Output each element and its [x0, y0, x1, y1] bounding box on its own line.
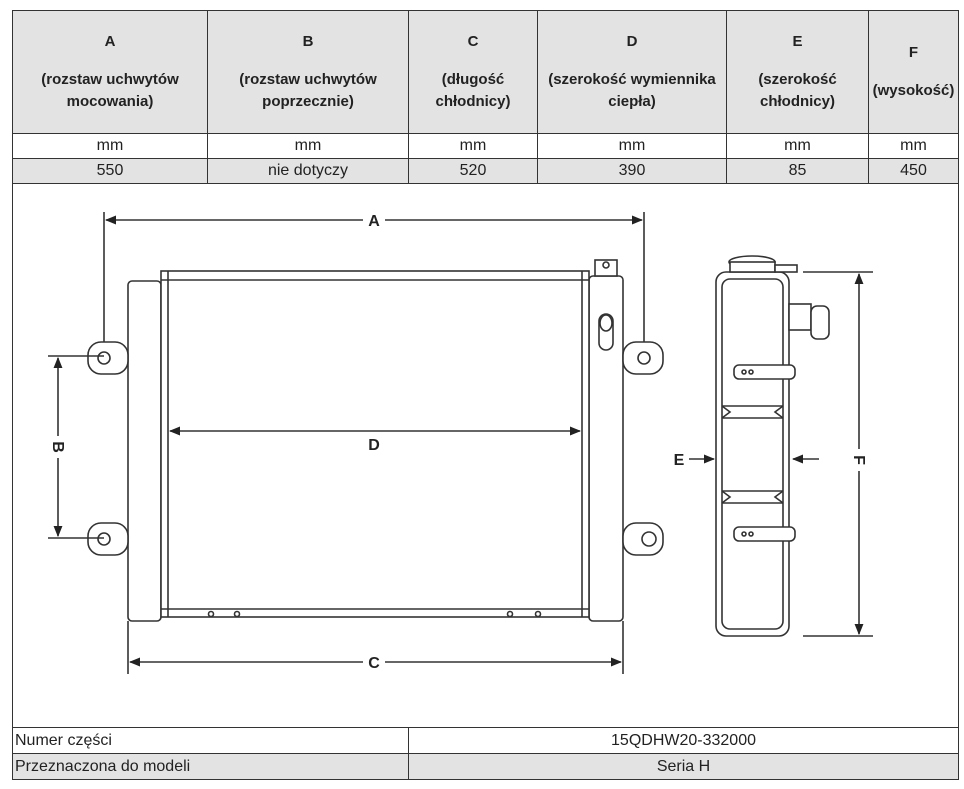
info-value: Seria H [408, 753, 959, 780]
value-cell: 520 [408, 158, 538, 184]
value-cell: 390 [537, 158, 727, 184]
col-header-a: A (rozstaw uchwytów mocowania) [12, 10, 208, 134]
col-desc-line: (wysokość) [872, 82, 955, 99]
col-letter: D [626, 33, 638, 50]
unit-row: mm mm mm mm mm mm [12, 133, 959, 159]
col-desc-line: poprzecznie) [262, 93, 354, 110]
col-header-d: D (szerokość wymiennika ciepła) [537, 10, 727, 134]
unit-cell: mm [726, 133, 869, 159]
unit-cell: mm [12, 133, 208, 159]
col-desc-line: chłodnicy) [759, 93, 835, 110]
info-row-part-number: Numer części 15QDHW20-332000 [12, 727, 959, 754]
col-desc-line: ciepła) [608, 93, 656, 110]
col-letter: C [467, 33, 479, 50]
dim-label-f: F [850, 455, 867, 465]
dim-label-e: E [674, 452, 685, 469]
value-row: 550 nie dotyczy 520 390 85 450 [12, 158, 959, 184]
spec-sheet: A (rozstaw uchwytów mocowania) B (rozsta… [12, 10, 959, 782]
side-view [715, 255, 830, 637]
info-value: 15QDHW20-332000 [408, 727, 959, 754]
unit-cell: mm [868, 133, 959, 159]
col-desc-line: (rozstaw uchwytów [239, 71, 377, 88]
col-letter: A [104, 33, 116, 50]
col-desc-line: (szerokość wymiennika [548, 71, 716, 88]
side-fitting [788, 303, 812, 331]
front-view [87, 259, 664, 622]
col-header-c: C (długość chłodnicy) [408, 10, 538, 134]
header-row: A (rozstaw uchwytów mocowania) B (rozsta… [12, 10, 959, 134]
dim-label-a: A [368, 213, 380, 230]
col-desc-line: mocowania) [66, 93, 154, 110]
dim-label-c: C [368, 655, 380, 672]
value-cell: 550 [12, 158, 208, 184]
col-desc-line: chłodnicy) [435, 93, 511, 110]
col-header-f: F (wysokość) [868, 10, 959, 134]
value-cell: nie dotyczy [207, 158, 409, 184]
value-cell: 85 [726, 158, 869, 184]
dim-label-d: D [368, 437, 380, 454]
col-header-b: B (rozstaw uchwytów poprzecznie) [207, 10, 409, 134]
spec-table: A (rozstaw uchwytów mocowania) B (rozsta… [12, 10, 959, 780]
col-header-e: E (szerokość chłodnicy) [726, 10, 869, 134]
radiator-drawing: A B C D E F [48, 212, 873, 674]
col-letter: E [792, 33, 803, 50]
info-label: Przeznaczona do modeli [12, 753, 409, 780]
value-cell: 450 [868, 158, 959, 184]
core-frame [160, 270, 590, 618]
col-desc-line: (długość [441, 71, 505, 88]
dimension-lines [48, 212, 873, 674]
dim-label-b: B [49, 441, 66, 453]
drawing-row: A B C D E F [12, 183, 959, 728]
col-desc-line: (szerokość [758, 71, 837, 88]
col-desc-line: (rozstaw uchwytów [41, 71, 179, 88]
unit-cell: mm [537, 133, 727, 159]
info-label: Numer części [12, 727, 409, 754]
left-tank [127, 280, 162, 622]
unit-cell: mm [408, 133, 538, 159]
unit-cell: mm [207, 133, 409, 159]
col-letter: B [302, 33, 314, 50]
col-letter: F [908, 44, 919, 61]
drawing-cell: A B C D E F [12, 183, 959, 728]
info-row-models: Przeznaczona do modeli Seria H [12, 753, 959, 780]
